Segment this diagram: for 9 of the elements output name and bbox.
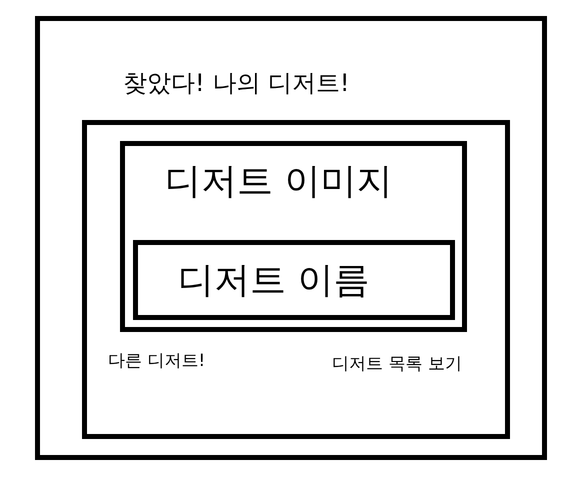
content-panel — [82, 120, 510, 439]
link-text: 다른 디저트! — [108, 353, 206, 370]
name-box — [133, 240, 455, 320]
box-title: 디저트 이미지 — [165, 164, 392, 200]
outer-frame — [35, 16, 547, 460]
image-box — [120, 141, 467, 332]
page-heading: 찾았다! 나의 디저트! — [123, 71, 350, 95]
box-title: 디저트 이름 — [178, 263, 370, 299]
link-text: 디저트 목록 보기 — [332, 356, 462, 373]
